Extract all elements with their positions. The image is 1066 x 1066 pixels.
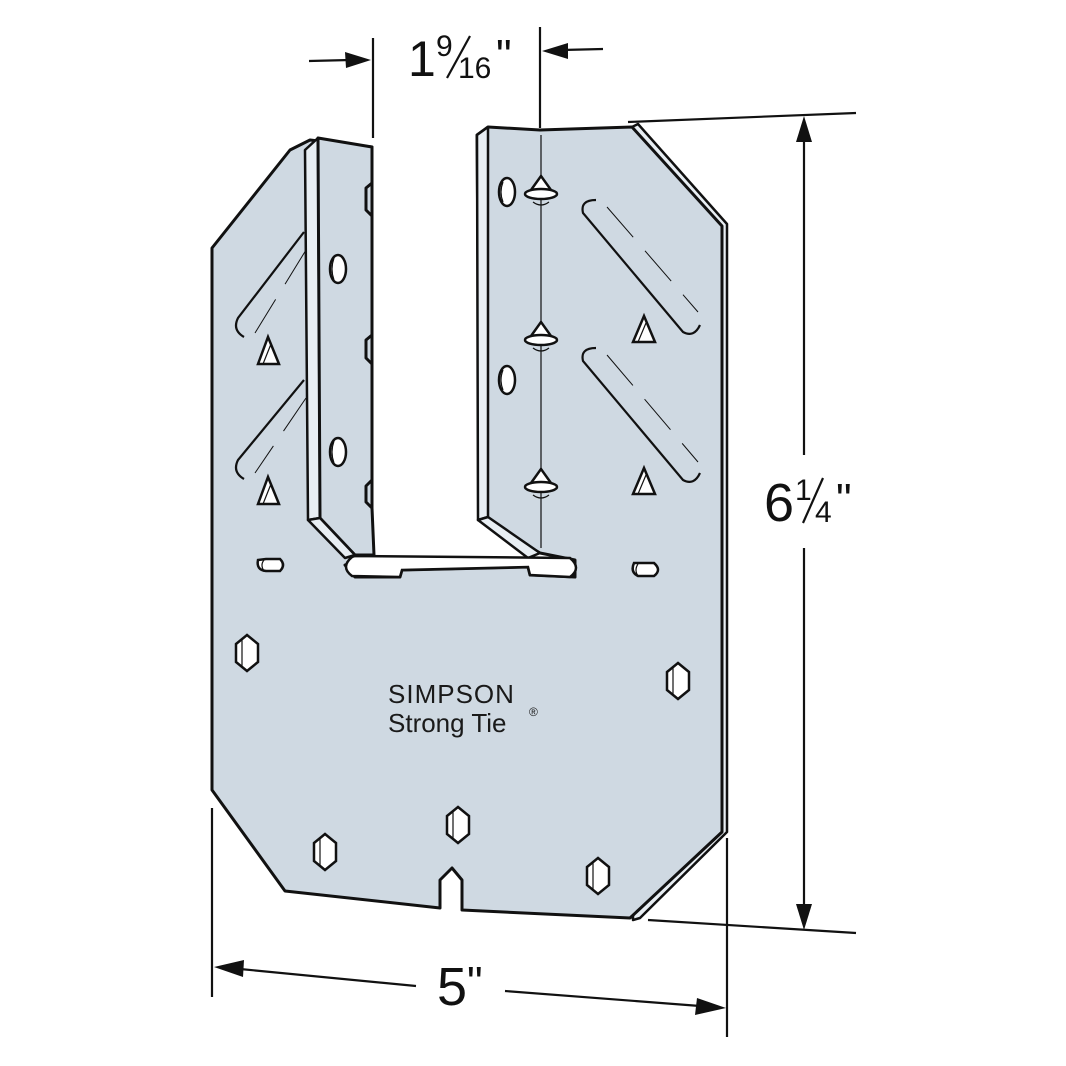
gap-unit: " <box>496 31 512 80</box>
left-flange <box>303 136 376 560</box>
height-numerator: 1 <box>795 474 812 507</box>
manufacturer-logo: SIMPSON Strong Tie ® <box>388 679 538 738</box>
gap-whole: 1 <box>408 31 436 87</box>
gap-denominator: 16 <box>458 52 491 85</box>
registered-mark: ® <box>529 705 538 719</box>
logo-line-2: Strong Tie <box>388 708 507 738</box>
logo-line-1: SIMPSON <box>388 679 515 709</box>
gap-dimension: 1 9 16 " <box>308 27 604 138</box>
diagonal-slots <box>234 198 701 483</box>
height-whole: 6 <box>764 473 794 533</box>
height-dimension: 6 1 4 " <box>627 111 857 935</box>
width-unit: " <box>467 958 483 1007</box>
gap-numerator: 9 <box>436 30 453 63</box>
height-denominator: 4 <box>815 496 832 529</box>
width-dimension: 5 " <box>210 808 729 1037</box>
channel-slot <box>256 554 660 579</box>
triangle-holes <box>256 312 657 506</box>
height-unit: " <box>836 475 852 524</box>
width-whole: 5 <box>437 957 467 1017</box>
dome-fasteners <box>523 173 559 499</box>
hex-nail-holes <box>234 633 691 896</box>
bracket-plate <box>210 122 729 922</box>
